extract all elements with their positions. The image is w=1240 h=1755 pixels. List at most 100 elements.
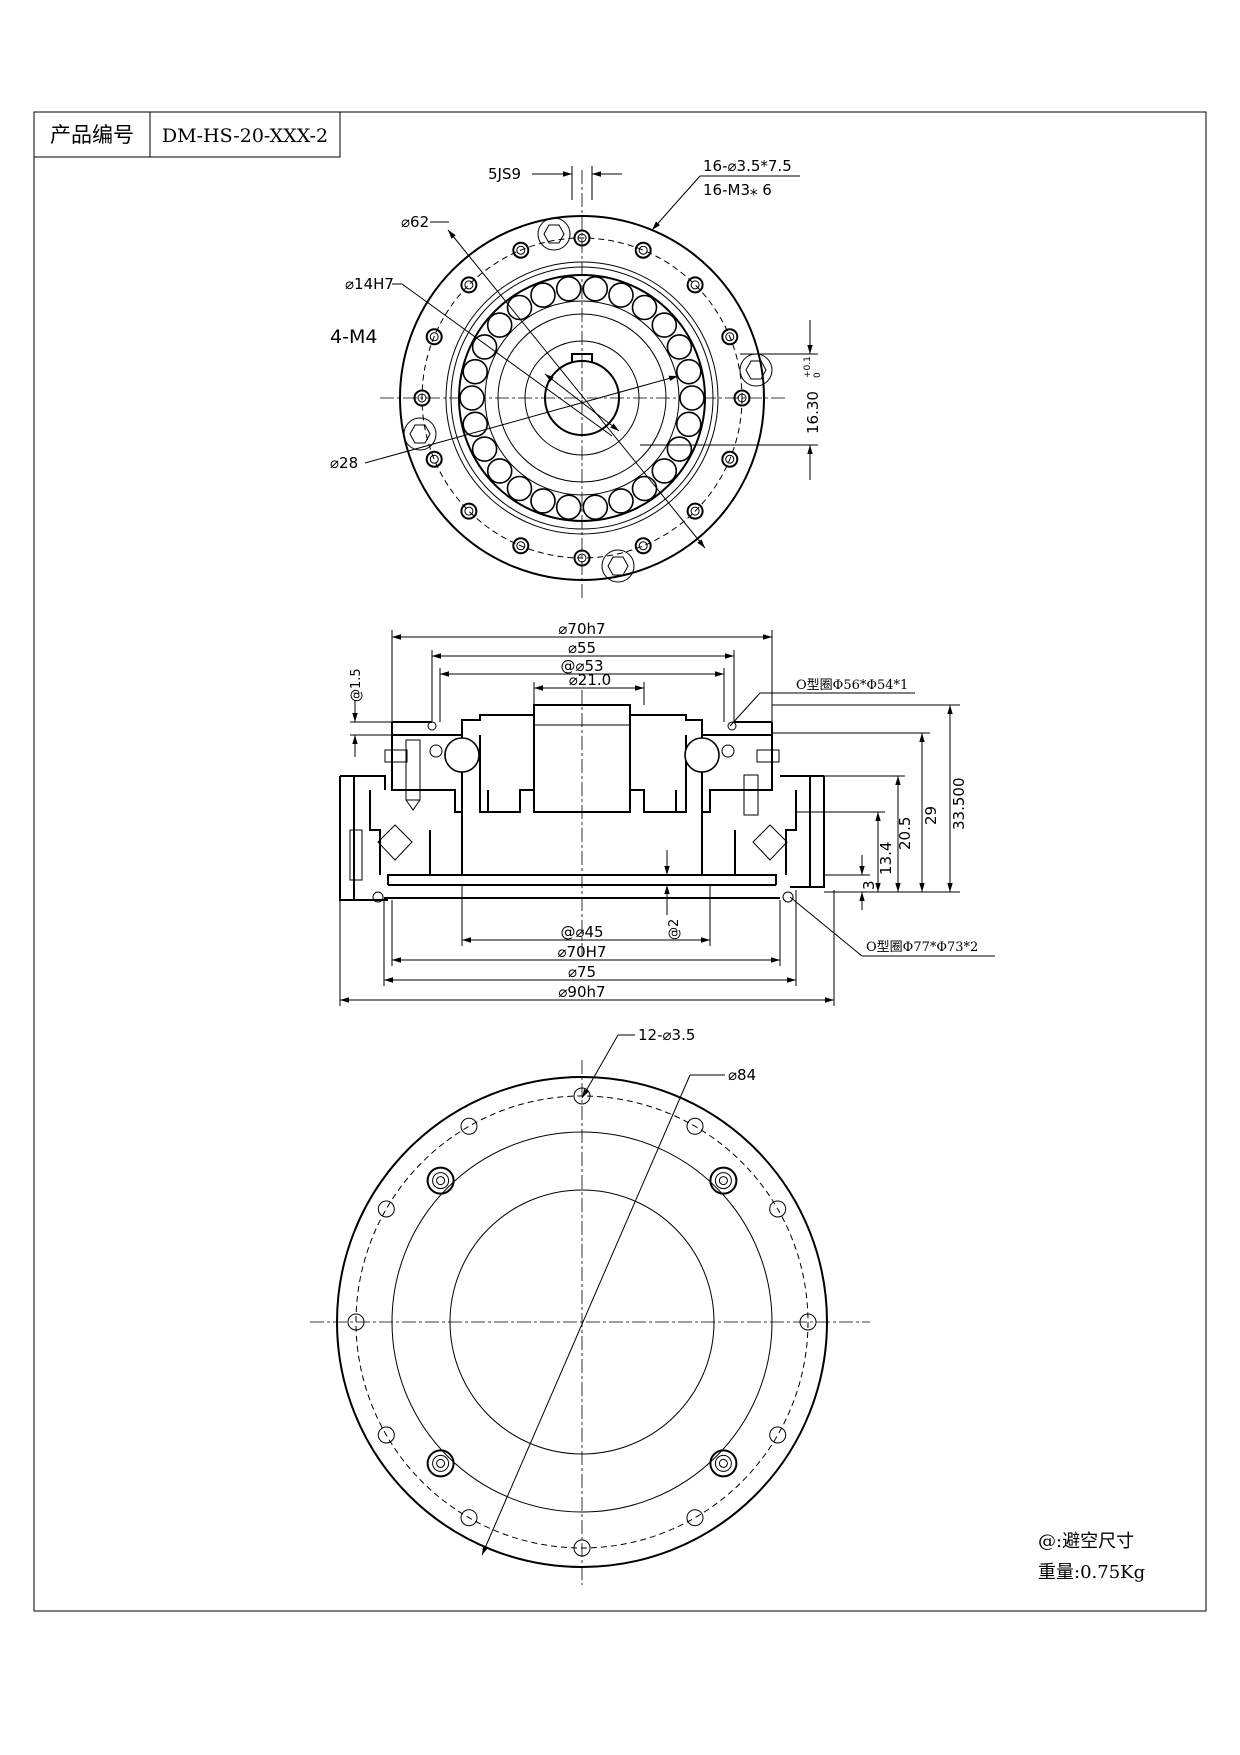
roller bbox=[459, 385, 485, 411]
bottom-holes-label: 12-⌀3.5 bbox=[638, 1026, 695, 1044]
roller bbox=[651, 458, 678, 484]
dim-3: 3 bbox=[860, 880, 878, 890]
bottom-dimensions bbox=[481, 1034, 725, 1556]
mount-hole bbox=[686, 1509, 704, 1527]
counterbore bbox=[426, 1166, 455, 1195]
dim-20-5: 20.5 bbox=[896, 817, 914, 850]
flange-hole-inner bbox=[464, 280, 474, 290]
flange-hole bbox=[573, 549, 591, 567]
flange-hole-inner bbox=[417, 393, 427, 403]
roller bbox=[666, 436, 693, 462]
counterbore bbox=[709, 1449, 738, 1478]
flange-hole-inner bbox=[737, 393, 747, 403]
dia-62-label: ⌀62 bbox=[401, 213, 429, 231]
dim-70H7: ⌀70H7 bbox=[558, 943, 607, 961]
dim-33-5: 33.500 bbox=[950, 778, 968, 831]
dim-90h7: ⌀90h7 bbox=[558, 983, 605, 1001]
roller bbox=[471, 334, 498, 360]
section-view: ⌀70h7 ⌀55 @⌀53 ⌀21.0 O型圈Φ56*Φ54*1 @1.5 3… bbox=[339, 620, 995, 1006]
mount-hole bbox=[573, 1539, 591, 1557]
roller bbox=[462, 358, 489, 385]
roller bbox=[631, 294, 658, 321]
mount-hole bbox=[377, 1426, 395, 1444]
mount-hole bbox=[347, 1313, 365, 1331]
roller bbox=[675, 358, 702, 385]
counterbore-core bbox=[718, 1176, 728, 1186]
key-tol-lower: 0 bbox=[813, 372, 823, 378]
dim-45: @⌀45 bbox=[560, 923, 603, 941]
counterbore-inner bbox=[432, 1454, 450, 1472]
flange-hole bbox=[425, 328, 443, 346]
flange-hole-inner bbox=[725, 332, 735, 342]
flange-hole-inner bbox=[429, 454, 439, 464]
flange-hole-inner bbox=[464, 506, 474, 516]
oring-top-label: O型圈Φ56*Φ54*1 bbox=[796, 678, 908, 693]
threads-label: 4-M4 bbox=[330, 326, 377, 348]
dim-21: ⌀21.0 bbox=[569, 671, 611, 689]
mount-hole bbox=[460, 1117, 478, 1135]
counterbore-core bbox=[436, 1458, 446, 1468]
mount-hole bbox=[460, 1509, 478, 1527]
top-view-dimensions bbox=[364, 166, 818, 549]
roller bbox=[582, 275, 609, 302]
dim-13-4: 13.4 bbox=[877, 842, 895, 875]
mount-hole bbox=[573, 1087, 591, 1105]
roller bbox=[506, 475, 533, 502]
roller bbox=[555, 494, 582, 521]
counterbore-inner bbox=[714, 1454, 732, 1472]
roller bbox=[608, 282, 634, 308]
roller bbox=[486, 458, 513, 484]
counterbore-inner bbox=[714, 1172, 732, 1190]
section-dimensions bbox=[339, 630, 995, 1006]
counterbore-inner bbox=[432, 1172, 450, 1190]
mount-hole bbox=[799, 1313, 817, 1331]
counterbore-core bbox=[718, 1458, 728, 1468]
mount-hole bbox=[377, 1200, 395, 1218]
flange-hole bbox=[413, 389, 431, 407]
key-tol-upper: +0.1 bbox=[803, 356, 813, 378]
bottom-holes bbox=[347, 1087, 817, 1557]
title-label: 产品编号 bbox=[50, 123, 134, 147]
part-number: DM-HS-20-XXX-2 bbox=[162, 125, 328, 147]
roller bbox=[666, 334, 693, 360]
roller bbox=[530, 488, 556, 514]
flange-hole-inner bbox=[725, 454, 735, 464]
roller bbox=[582, 494, 609, 521]
dim-55: ⌀55 bbox=[568, 639, 596, 657]
bottom-pcd-label: ⌀84 bbox=[728, 1066, 756, 1084]
flange-hole-inner bbox=[690, 280, 700, 290]
flange-hole bbox=[721, 450, 739, 468]
roller bbox=[486, 312, 513, 338]
top-view: 5JS9 16-⌀3.5*7.5 16-M3⁎ 6 ⌀62 ⌀14H7 4-M4… bbox=[330, 157, 823, 600]
note-weight: 重量:0.75Kg bbox=[1038, 1562, 1145, 1583]
dim-2: @2 bbox=[667, 919, 682, 940]
bottom-view: 12-⌀3.5 ⌀84 bbox=[310, 1026, 870, 1585]
roller bbox=[471, 436, 498, 462]
mount-hole bbox=[686, 1117, 704, 1135]
dim-53: @⌀53 bbox=[560, 657, 603, 675]
sheet-border bbox=[33, 111, 1207, 1612]
flange-hole bbox=[634, 537, 652, 555]
flange-hole-inner bbox=[429, 332, 439, 342]
flange-hole-inner bbox=[577, 553, 587, 563]
keyway-label: 5JS9 bbox=[488, 165, 521, 183]
roller bbox=[530, 282, 556, 308]
mount-hole bbox=[769, 1200, 787, 1218]
dim-70h7: ⌀70h7 bbox=[558, 620, 605, 638]
mount-hole bbox=[769, 1426, 787, 1444]
flange-hole bbox=[721, 328, 739, 346]
holes-callout-2: 16-M3⁎ 6 bbox=[703, 181, 772, 199]
flange-hole bbox=[686, 276, 704, 294]
flange-hole-inner bbox=[638, 245, 648, 255]
key-height-label: 16.30 bbox=[804, 391, 822, 434]
counterbore-core bbox=[436, 1176, 446, 1186]
dim-29: 29 bbox=[922, 806, 940, 825]
flange-hole bbox=[634, 241, 652, 259]
flange-hole bbox=[733, 389, 751, 407]
flange-hole bbox=[460, 502, 478, 520]
roller bbox=[631, 475, 658, 502]
holes-callout-1: 16-⌀3.5*7.5 bbox=[703, 157, 792, 175]
dim-75: ⌀75 bbox=[568, 963, 596, 981]
flange-hole-inner bbox=[638, 541, 648, 551]
